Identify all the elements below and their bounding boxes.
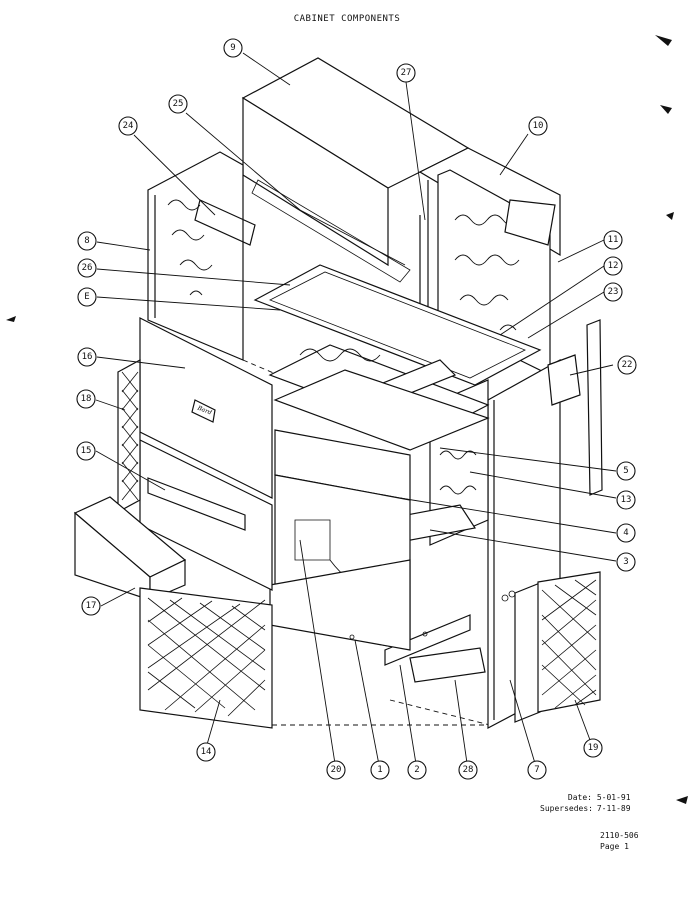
- callout-19: 19: [583, 738, 603, 758]
- page-title: CABINET COMPONENTS: [293, 14, 401, 24]
- callout-27: 27: [396, 63, 416, 83]
- callout-15: 15: [76, 441, 96, 461]
- page-number: Page 1: [600, 842, 629, 851]
- svg-text:12: 12: [608, 261, 619, 271]
- svg-text:24: 24: [123, 121, 134, 131]
- svg-text:27: 27: [401, 68, 412, 78]
- callout-26: 26: [77, 258, 97, 278]
- callout-10: 10: [528, 116, 548, 136]
- svg-text:23: 23: [608, 287, 619, 297]
- svg-text:14: 14: [201, 747, 212, 757]
- callout-4: 4: [616, 523, 636, 543]
- svg-text:26: 26: [82, 263, 93, 273]
- svg-text:25: 25: [173, 99, 184, 109]
- svg-text:E: E: [84, 292, 89, 302]
- svg-text:8: 8: [84, 236, 89, 246]
- callout-16: 16: [77, 347, 97, 367]
- callout-2: 2: [407, 760, 427, 780]
- date-block: Date: 5-01-91 Supersedes: 7-11-89: [540, 792, 631, 814]
- callout-23: 23: [603, 282, 623, 302]
- left-side-panel: [147, 151, 256, 361]
- callout-7: 7: [527, 760, 547, 780]
- callout-24: 24: [118, 116, 138, 136]
- bracket-22: [547, 354, 581, 406]
- svg-text:28: 28: [463, 765, 474, 775]
- callout-9: 9: [223, 38, 243, 58]
- grille-19: [514, 571, 601, 723]
- svg-text:1: 1: [377, 765, 382, 775]
- svg-text:15: 15: [81, 446, 92, 456]
- svg-text:11: 11: [608, 235, 619, 245]
- svg-text:22: 22: [622, 360, 633, 370]
- callout-E: E: [77, 287, 97, 307]
- base-panel: [269, 559, 471, 666]
- date-row: Date: 5-01-91: [540, 792, 631, 803]
- supersedes-row: Supersedes: 7-11-89: [540, 803, 631, 814]
- svg-text:13: 13: [621, 495, 632, 505]
- svg-text:4: 4: [623, 528, 628, 538]
- supersedes-value: 7-11-89: [596, 804, 631, 813]
- callout-3: 3: [616, 552, 636, 572]
- callout-13: 13: [616, 490, 636, 510]
- scan-mark: [660, 105, 672, 114]
- supersedes-label: Supersedes:: [540, 804, 593, 813]
- callout-18: 18: [76, 389, 96, 409]
- svg-text:16: 16: [82, 352, 93, 362]
- callout-25: 25: [168, 94, 188, 114]
- svg-text:10: 10: [533, 121, 544, 131]
- scan-mark: [666, 212, 674, 220]
- callout-5: 5: [616, 461, 636, 481]
- grille-14: [139, 587, 273, 729]
- callout-11: 11: [603, 230, 623, 250]
- callout-22: 22: [617, 355, 637, 375]
- callout-1: 1: [370, 760, 390, 780]
- date-label: Date:: [567, 793, 592, 802]
- svg-text:19: 19: [588, 743, 599, 753]
- svg-text:9: 9: [230, 43, 235, 53]
- callout-17: 17: [81, 596, 101, 616]
- leader-lines: [95, 52, 617, 771]
- svg-text:20: 20: [331, 765, 342, 775]
- svg-text:7: 7: [534, 765, 539, 775]
- svg-text:5: 5: [623, 466, 628, 476]
- date-value: 5-01-91: [596, 793, 631, 802]
- callout-14: 14: [196, 742, 216, 762]
- svg-text:18: 18: [81, 394, 92, 404]
- filter-left: [117, 358, 141, 514]
- top-panel: [241, 57, 470, 283]
- rail-28: [409, 647, 486, 683]
- svg-text:3: 3: [623, 557, 628, 567]
- doc-block: 2110-506 Page 1: [600, 830, 639, 852]
- svg-text:17: 17: [86, 601, 97, 611]
- scan-mark: [655, 35, 672, 46]
- callout-20: 20: [326, 760, 346, 780]
- scan-mark: [676, 796, 688, 804]
- scan-mark: [6, 316, 16, 322]
- callout-12: 12: [603, 256, 623, 276]
- svg-text:2: 2: [414, 765, 419, 775]
- doc-number: 2110-506: [600, 831, 639, 840]
- drain-pan: [273, 369, 490, 451]
- callout-8: 8: [77, 231, 97, 251]
- callout-28: 28: [458, 760, 478, 780]
